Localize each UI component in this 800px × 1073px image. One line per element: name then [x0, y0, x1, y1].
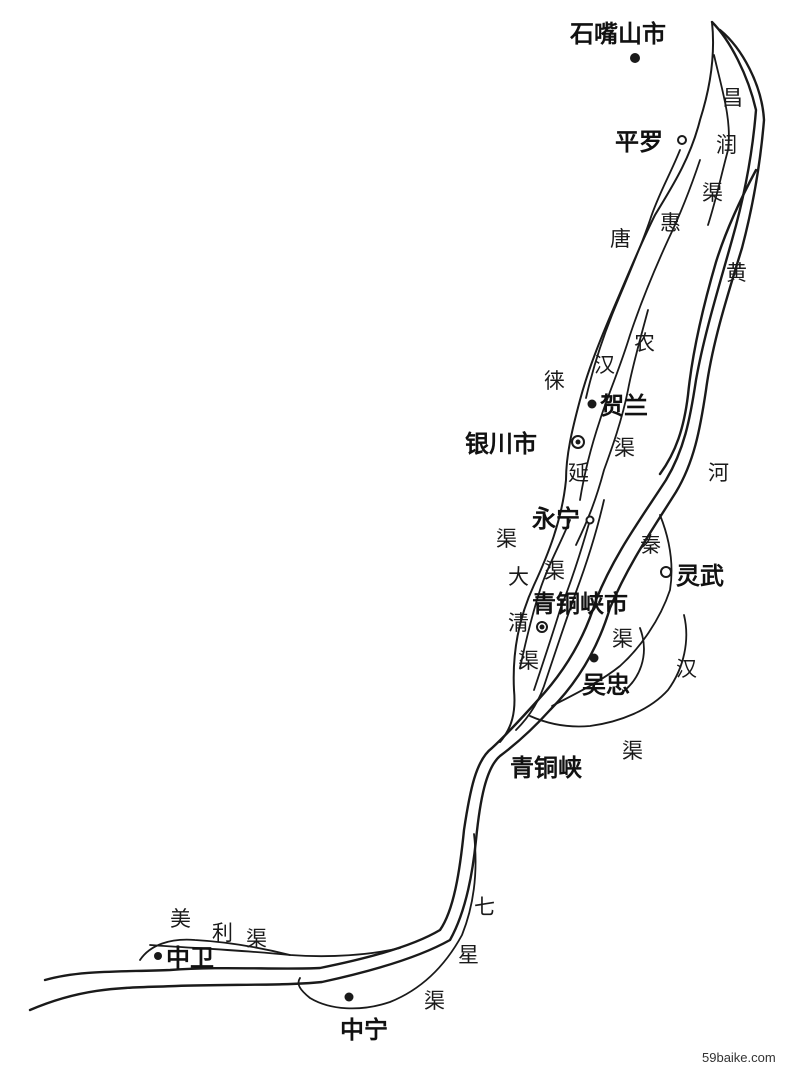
qingtongxia-city-marker-core	[539, 624, 545, 630]
qixing-label-char-3: 渠	[424, 989, 445, 1013]
zhongning-label: 中宁	[340, 1016, 388, 1044]
source-watermark: 59baike.com	[702, 1050, 776, 1065]
plain-west-boundary	[499, 21, 715, 743]
yellow-river-upper-channel	[658, 168, 758, 476]
qixing-label-char-1: 七	[474, 895, 495, 919]
tanglai-label-char-3: 渠	[614, 436, 635, 460]
hanyan-label-char-2: 延	[568, 461, 589, 485]
tanglai-label-char-2: 徕	[544, 369, 565, 393]
huinong-label-char-1: 惠	[660, 211, 681, 235]
hanyan-canal-line	[575, 309, 649, 546]
yongning-label: 永宁	[532, 505, 580, 533]
zhongwei-marker	[154, 952, 162, 960]
qixing-label-char-2: 星	[458, 943, 479, 967]
zhongning-marker	[344, 992, 354, 1002]
river-labels: 黄 河	[708, 261, 747, 485]
huinong-label-char-2: 农	[634, 331, 655, 355]
huinong-canal-line	[579, 159, 701, 501]
huanghe-label-char-2: 河	[708, 461, 729, 485]
pingluo-marker	[677, 135, 687, 145]
hanyan-label-char-3: 渠	[496, 527, 517, 551]
shizuishan-marker	[630, 53, 640, 63]
meili-label-char-3: 渠	[246, 927, 267, 951]
lingwu-marker	[660, 566, 672, 578]
yellow-river-west-bank	[43, 20, 758, 982]
qingtongxia-city-label: 青铜峡市	[532, 590, 628, 618]
dagqing-canal-line	[519, 519, 571, 669]
city-markers	[154, 53, 687, 1002]
changrun-label-char-3: 渠	[702, 181, 723, 205]
qinqu-canal-line	[551, 514, 673, 707]
hanqu-outer-line	[619, 627, 645, 695]
dagqing-label-char-3: 渠	[518, 649, 539, 673]
zhongwei-label: 中卫	[166, 944, 214, 972]
canal-network	[139, 21, 730, 1010]
wuzhong-label: 吴忠	[582, 671, 630, 699]
dagqing-label-char-2: 清	[508, 611, 529, 635]
hanqu-label-char-2: 渠	[622, 739, 643, 763]
hanyan-label-extra: 渠	[544, 559, 565, 583]
dagqing-label-char-1: 大	[508, 565, 529, 589]
yellow-river-east-bank	[28, 28, 766, 1012]
changrun-label-char-1: 昌	[722, 86, 743, 110]
zhongwei-plain-outline	[139, 938, 291, 961]
canal-labels: 昌 润 渠 惠 农 唐 徕 渠 汉 延 渠 大 清 渠 渠 秦 渠 汉 渠 美 …	[170, 86, 743, 1013]
tanglai-label-char-1: 唐	[610, 227, 631, 251]
changrun-canal-line	[707, 54, 730, 226]
changrun-label-char-2: 润	[716, 133, 737, 157]
shizuishan-label: 石嘴山市	[569, 20, 666, 48]
helan-label: 贺兰	[600, 392, 648, 420]
hanqu-canal-line	[529, 614, 688, 728]
qixing-canal-line	[297, 833, 477, 1010]
hanyan-label-char-1: 汉	[594, 353, 615, 377]
yongning-marker	[585, 515, 595, 525]
qingtongxia-label: 青铜峡	[510, 754, 582, 782]
hanqu-label-char-1: 汉	[676, 657, 697, 681]
tanglai-canal-line	[585, 149, 681, 399]
yinchuan-marker-core	[575, 439, 581, 445]
qingtongxia-branch-1	[515, 499, 605, 731]
lingwu-label: 灵武	[676, 562, 724, 590]
qinqu-label-char-2: 渠	[612, 627, 633, 651]
pingluo-label: 平罗	[615, 128, 663, 156]
helan-marker	[587, 399, 597, 409]
yellow-river	[28, 20, 766, 1012]
meili-label-char-1: 美	[170, 907, 191, 931]
city-labels: 石嘴山市 平罗 贺兰 银川市 永宁 灵武 青铜峡市 吴忠 青铜峡 中卫 中宁	[166, 20, 724, 1044]
huanghe-label-char-1: 黄	[726, 261, 747, 285]
wuzhong-marker	[589, 653, 599, 663]
qinqu-label-char-1: 秦	[640, 533, 661, 557]
qingtongxia-branch-2	[533, 519, 591, 691]
meili-label-char-2: 利	[212, 921, 233, 945]
yinchuan-label: 银川市	[465, 430, 537, 458]
